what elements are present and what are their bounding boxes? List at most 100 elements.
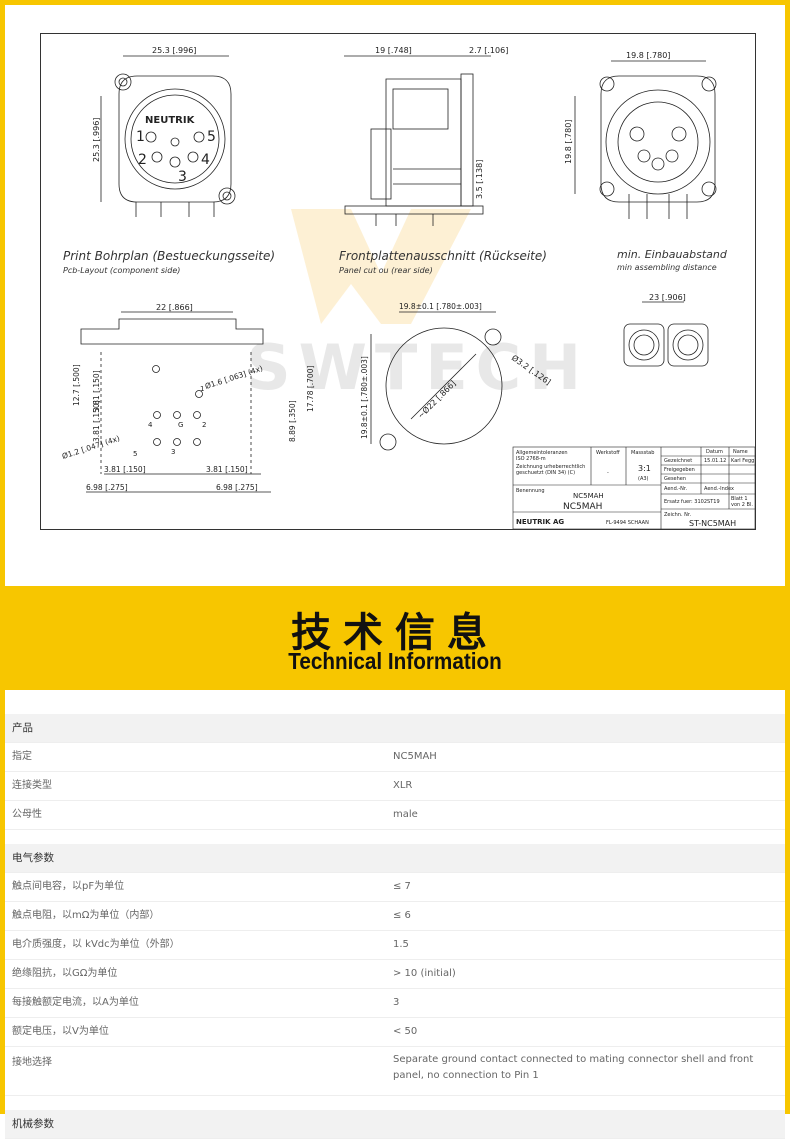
pcb-layout: 22 [.866] 4 G 1 2 5 3 12.7 [.500] 3.81 [… (61, 303, 315, 493)
row-value: XLR (393, 780, 413, 791)
dim-a4: 2.7 [.106] (469, 46, 508, 55)
dim-a5: 3.5 [.138] (475, 160, 484, 199)
dim-c9: 3.81 [.150] (206, 465, 248, 474)
side-view: 19 [.748] 2.7 [.106] 3.5 [.138] (344, 46, 508, 226)
assembly-view: 23 [.906] (623, 293, 709, 367)
row-label: 公母性 (12, 809, 42, 820)
row-value: Separate ground contact connected to mat… (393, 1054, 754, 1081)
row-value: > 10 (initial) (393, 968, 456, 979)
tb-l3: Zeichnung urheberrechtlich (516, 464, 585, 470)
row-label: 触点间电容，以pF为单位 (12, 881, 125, 892)
section-banner (0, 586, 790, 690)
tb-l2: ISO 2768-m (516, 456, 546, 462)
table-row: 每接触额定电流，以A为单位 3 (5, 989, 785, 1018)
pin-label-4: 4 (201, 152, 210, 168)
row-value: ≤ 7 (393, 881, 411, 892)
tb-blatt: Blatt 1 (731, 496, 748, 502)
tb-datum: Datum (706, 449, 723, 455)
drawing-svg: SWTECH 25.3 [.996] 25.3 [.996] NEUTRIK 1… (61, 46, 755, 529)
row-label: 每接触额定电流，以A为单位 (12, 997, 139, 1008)
tb-company: NEUTRIK AG (516, 518, 564, 526)
dim-c4: 17.78 [.700] (306, 366, 315, 412)
dim-c6: Ø1.2 [.047] (4x) (61, 434, 121, 461)
caption-1: Print Bohrplan (Bestueckungsseite) (63, 249, 275, 263)
tb-aend-index: Aend.-Index (704, 486, 734, 492)
dim-c1: 12.7 [.500] (72, 364, 81, 406)
dim-b5: 19.8±0.1 [.780±.003] (360, 356, 369, 439)
row-value: 1.5 (393, 939, 409, 950)
dim-c2: 3.81 [.150] (92, 370, 101, 412)
row-label: 触点电阻，以mΩ为单位（内部） (12, 910, 160, 921)
tb-dash: - (607, 470, 609, 476)
section-title: 产品 (12, 722, 33, 734)
table-row: 指定 NC5MAH (5, 743, 785, 772)
tb-address: FL-9494 SCHAAN (606, 520, 649, 526)
table-row: 触点电阻，以mΩ为单位（内部） ≤ 6 (5, 902, 785, 931)
section-mechanical: 机械参数 (5, 1110, 785, 1139)
dim-a7: 19.8 [.780] (564, 120, 573, 164)
row-label: 连接类型 (12, 780, 52, 791)
dim-c3: 3.81 [.150] (92, 400, 101, 442)
dim-a2: 25.3 [.996] (92, 118, 101, 162)
table-row: 连接类型 XLR (5, 772, 785, 801)
watermark-logo (291, 209, 471, 324)
section-title: 电气参数 (12, 852, 54, 864)
tb-massstab: Massstab (631, 450, 654, 456)
spacer (5, 830, 785, 844)
row-label: 绝缘阻抗，以GΩ为单位 (12, 968, 118, 979)
row-value: ≤ 6 (393, 910, 411, 921)
rear-view: 19.8 [.780] 19.8 [.780] (564, 51, 717, 219)
tb-werkstoff: Werkstoff (596, 450, 620, 456)
tb-benennung: Benennung (516, 488, 545, 494)
table-row: 接地选择 Separate ground contact connected t… (5, 1047, 785, 1096)
caption-3: min. Einbauabstand (617, 248, 728, 261)
pcb-pin-g: G (178, 421, 183, 429)
pcb-pin-2: 2 (202, 421, 206, 429)
tb-name2: NC5MAH (563, 502, 602, 512)
dim-a1: 25.3 [.996] (152, 46, 196, 55)
tb-von: von 2 Bl. (731, 502, 753, 508)
tb-frei: Freigegeben (664, 467, 695, 473)
dim-b1: 22 [.866] (156, 303, 193, 312)
tb-name-v: Karl Fegg (731, 458, 754, 464)
tb-name-h: Name (733, 449, 748, 455)
tb-zeichn: Zeichn. Nr. (664, 512, 691, 518)
table-row: 额定电压，以V为单位 < 50 (5, 1018, 785, 1047)
dim-a3: 19 [.748] (375, 46, 412, 55)
dim-c10: 6.98 [.275] (86, 483, 128, 492)
dim-a6: 19.8 [.780] (626, 51, 670, 60)
pin-label-2: 2 (138, 152, 147, 168)
table-row: 触点间电容，以pF为单位 ≤ 7 (5, 873, 785, 902)
caption-3-sub: min assembling distance (617, 263, 717, 272)
title-block: Allgemeintoleranzen ISO 2768-m Zeichnung… (512, 446, 755, 529)
left-accent-bar (0, 0, 5, 1114)
banner-title-en: Technical Information (288, 648, 502, 674)
dim-c8: 3.81 [.150] (104, 465, 146, 474)
section-electrical: 电气参数 (5, 844, 785, 873)
dim-c5: 8.89 [.350] (288, 400, 297, 442)
row-value: < 50 (393, 1026, 418, 1037)
tb-name1: NC5MAH (573, 492, 604, 500)
table-row: 公母性 male (5, 801, 785, 830)
pin-label-5: 5 (207, 129, 216, 145)
row-value: male (393, 809, 418, 820)
tb-ersatz: Ersatz fuer: 3102ST19 (664, 499, 720, 505)
dim-c11: 6.98 [.275] (216, 483, 258, 492)
pcb-pin-4: 4 (148, 421, 153, 429)
spec-table: 产品 指定 NC5MAH 连接类型 XLR 公母性 male 电气参数 触点间电… (5, 714, 785, 1139)
row-value: 3 (393, 997, 400, 1008)
caption-2: Frontplattenausschnitt (Rückseite) (339, 249, 547, 263)
pcb-pin-1: 1 (200, 385, 204, 393)
dim-b6: 23 [.906] (649, 293, 686, 302)
pin-label-1: 1 (136, 129, 145, 145)
tb-l1: Allgemeintoleranzen (516, 450, 568, 456)
watermark-text: SWTECH (246, 331, 589, 404)
banner-title-cn: 技术信息 (291, 610, 499, 656)
row-label: 额定电压，以V为单位 (12, 1026, 109, 1037)
section-product: 产品 (5, 714, 785, 743)
brand-label: NEUTRIK (145, 115, 196, 126)
front-view: 25.3 [.996] 25.3 [.996] NEUTRIK 1 2 3 4 … (92, 46, 236, 217)
spacer (5, 1096, 785, 1110)
tb-znr: ST-NC5MAH (689, 519, 736, 528)
